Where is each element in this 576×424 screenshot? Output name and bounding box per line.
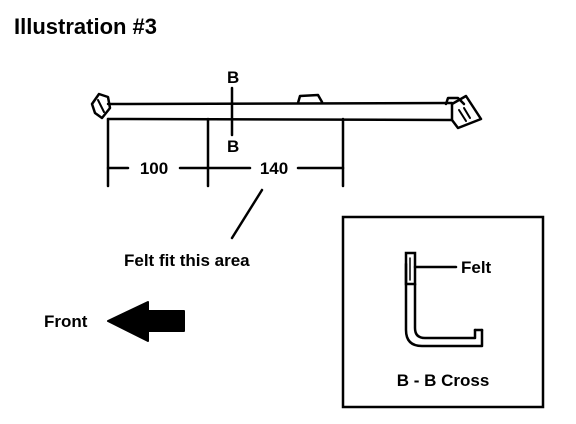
- inset-felt-label: Felt: [461, 258, 492, 277]
- section-marker-top: B: [227, 68, 239, 87]
- rail-top-edge: [106, 101, 454, 106]
- felt-fit-callout: Felt fit this area: [124, 251, 250, 270]
- callout-leader-line: [230, 188, 264, 240]
- hook-profile-inner: [413, 282, 477, 340]
- inset-frame: [341, 215, 545, 409]
- dimension-label-140: 140: [260, 159, 288, 178]
- rail-right-bracket: [450, 94, 483, 130]
- rail-right-bracket-top: [444, 96, 466, 106]
- dimension-label-100: 100: [140, 159, 168, 178]
- illustration-title: Illustration #3: [14, 14, 157, 39]
- rail-top-bump: [296, 93, 324, 105]
- front-arrow-icon: [107, 301, 185, 342]
- inset-caption: B - B Cross: [397, 371, 490, 390]
- front-label: Front: [44, 312, 88, 331]
- cross-section-inset: Felt B - B Cross: [341, 215, 545, 409]
- rail-right-bracket-detail: [458, 109, 467, 122]
- section-marker-bottom: B: [227, 137, 239, 156]
- rail-bottom-edge: [106, 117, 454, 122]
- rail-left-end-detail: [97, 99, 105, 113]
- hook-profile-outer: [404, 262, 484, 348]
- rail-left-end-cap: [90, 92, 112, 120]
- rail-right-bracket-detail-2: [463, 107, 471, 119]
- rail-assembly: [90, 92, 483, 130]
- dimension-lines: 100 140: [106, 117, 345, 188]
